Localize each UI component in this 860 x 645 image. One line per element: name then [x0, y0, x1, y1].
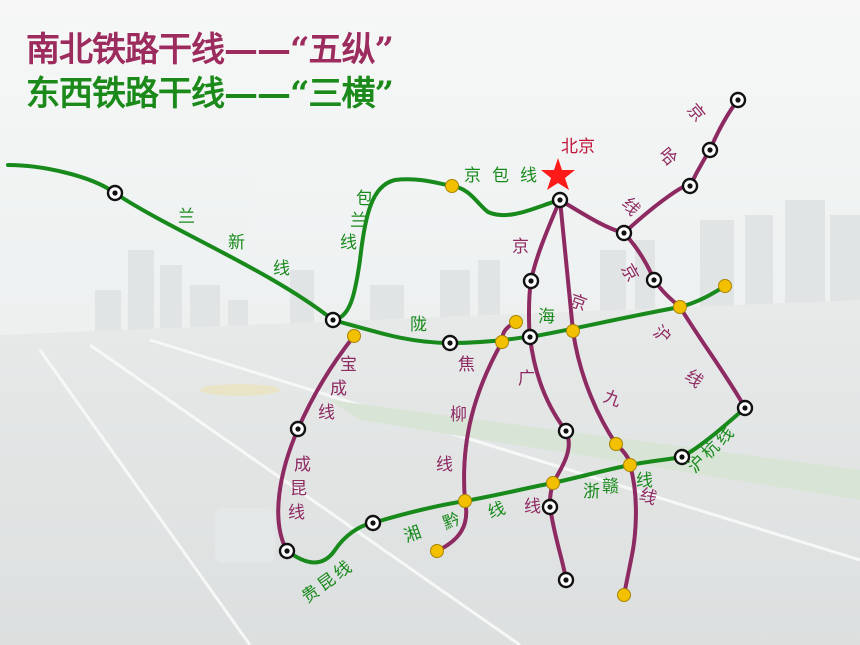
- jingjiu-label-char: 九: [601, 387, 624, 412]
- jingbao-label-char: 线: [520, 166, 537, 186]
- chengkun-label-char: 成: [294, 455, 311, 475]
- east-west-title: 东西铁路干线——“三横”: [25, 74, 394, 115]
- zhegan-label-char: 赣: [602, 477, 619, 497]
- jinghu-line: [622, 231, 747, 410]
- baolan-label-char: 包: [356, 189, 373, 209]
- jingbao-label-char: 包: [492, 166, 509, 186]
- zhegan-label-char: 浙: [583, 482, 600, 502]
- xiangqian-label-char: 线: [485, 498, 508, 523]
- longhai-label-char: 海: [538, 307, 555, 327]
- lanxin-label-char: 新: [228, 233, 245, 253]
- chengkun-label-char: 线: [288, 503, 305, 523]
- minor-station[interactable]: [430, 544, 444, 558]
- zhegan-label-char: 线: [636, 471, 653, 491]
- baocheng-label-char: 线: [318, 403, 335, 423]
- baolan-label-char: 线: [340, 233, 357, 253]
- minor-station[interactable]: [347, 329, 361, 343]
- minor-station[interactable]: [546, 476, 560, 490]
- hub-stations: [106, 91, 754, 589]
- lanxin-label-char: 兰: [178, 207, 195, 227]
- minor-station[interactable]: [617, 588, 631, 602]
- minor-station[interactable]: [609, 437, 623, 451]
- minor-station[interactable]: [445, 179, 459, 193]
- minor-station[interactable]: [458, 494, 472, 508]
- jingjiu-label-char: 京: [567, 291, 590, 316]
- jingbao-line: [450, 184, 562, 218]
- baocheng-line: [296, 334, 356, 431]
- baocheng-label-char: 成: [330, 379, 347, 399]
- minor-station[interactable]: [509, 315, 523, 329]
- xiangqian-label-char: 湘: [401, 522, 424, 547]
- jingjiu-label-char: 线: [637, 485, 660, 510]
- guikun-line: [285, 521, 375, 565]
- minor-stations: [347, 179, 732, 602]
- xiangqian-label-char: 黔: [440, 509, 463, 534]
- chengkun-line: [276, 427, 300, 553]
- lanxin-line: [6, 163, 335, 322]
- baolan-line: [331, 177, 454, 322]
- jiaoliu-label-char: 线: [436, 455, 453, 475]
- minor-station[interactable]: [623, 458, 637, 472]
- minor-station[interactable]: [495, 335, 509, 349]
- jingguang-label-char: 线: [524, 497, 541, 517]
- jiaoliu-label-char: 柳: [450, 405, 467, 425]
- station-markers: [106, 91, 754, 602]
- jiaoliu-label-char: 焦: [458, 355, 475, 375]
- jingguang-label-char: 京: [512, 237, 529, 257]
- jingbao-label-char: 京: [464, 166, 481, 186]
- minor-station[interactable]: [673, 300, 687, 314]
- north-south-title: 南北铁路干线——“五纵”: [25, 30, 394, 71]
- capital-label: 北京: [561, 137, 595, 157]
- longhai-label-char: 陇: [410, 315, 427, 335]
- jingguang-label-char: 广: [518, 369, 535, 389]
- baocheng-label-char: 宝: [340, 355, 357, 375]
- minor-station[interactable]: [566, 324, 580, 338]
- minor-station[interactable]: [718, 279, 732, 293]
- capital-marker[interactable]: 北京: [541, 137, 595, 190]
- capital-star-icon: [541, 158, 575, 190]
- lanxin-label-char: 线: [273, 259, 290, 279]
- baolan-label-char: 兰: [350, 211, 367, 231]
- chengkun-label-char: 昆: [290, 479, 307, 499]
